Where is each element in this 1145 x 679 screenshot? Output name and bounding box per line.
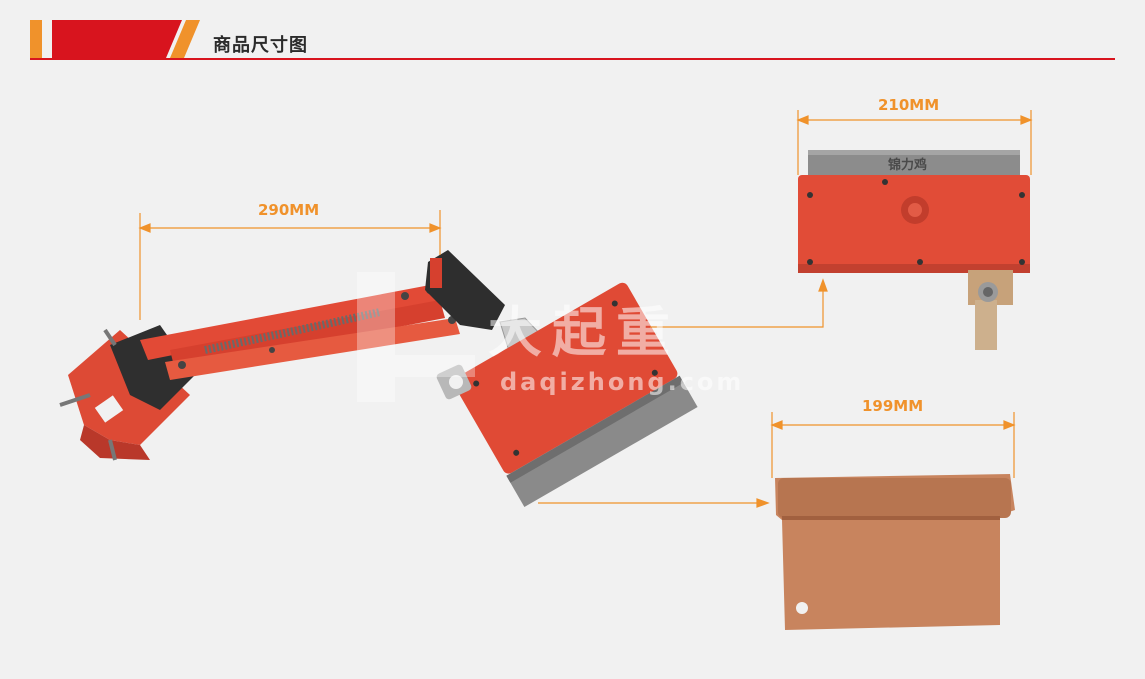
dimension-199 <box>770 412 1016 478</box>
plate-dimension-label: 199MM <box>862 397 924 415</box>
header-red-band <box>52 20 182 58</box>
arm-dimension-label: 290MM <box>258 201 320 219</box>
watermark-site: daqizhong.com <box>500 368 745 396</box>
section-header: 商品尺寸图 <box>0 0 1145 70</box>
dimension-290 <box>138 210 442 320</box>
header-slash-orange <box>170 20 200 58</box>
arm-insulator-block <box>425 250 505 330</box>
swing-arms <box>140 285 460 380</box>
box-dimension-label: 210MM <box>878 96 940 114</box>
callout-to-box <box>650 278 828 328</box>
brush-box-brand-label: 锦力鸡 <box>888 158 928 173</box>
watermark-brand: 大起重 <box>488 301 680 364</box>
dimension-210 <box>796 110 1033 175</box>
callout-to-plate <box>538 498 770 508</box>
page-title: 商品尺寸图 <box>213 35 308 56</box>
header-orange-stripe <box>30 20 42 58</box>
brush-box-front-view <box>798 150 1030 350</box>
watermark-logo <box>357 272 475 402</box>
header-banner-graphic <box>30 20 200 58</box>
carbon-brush-housing <box>453 282 698 507</box>
header-divider <box>30 58 1115 60</box>
terminal-bracket <box>436 364 472 400</box>
copper-plate <box>775 474 1015 630</box>
